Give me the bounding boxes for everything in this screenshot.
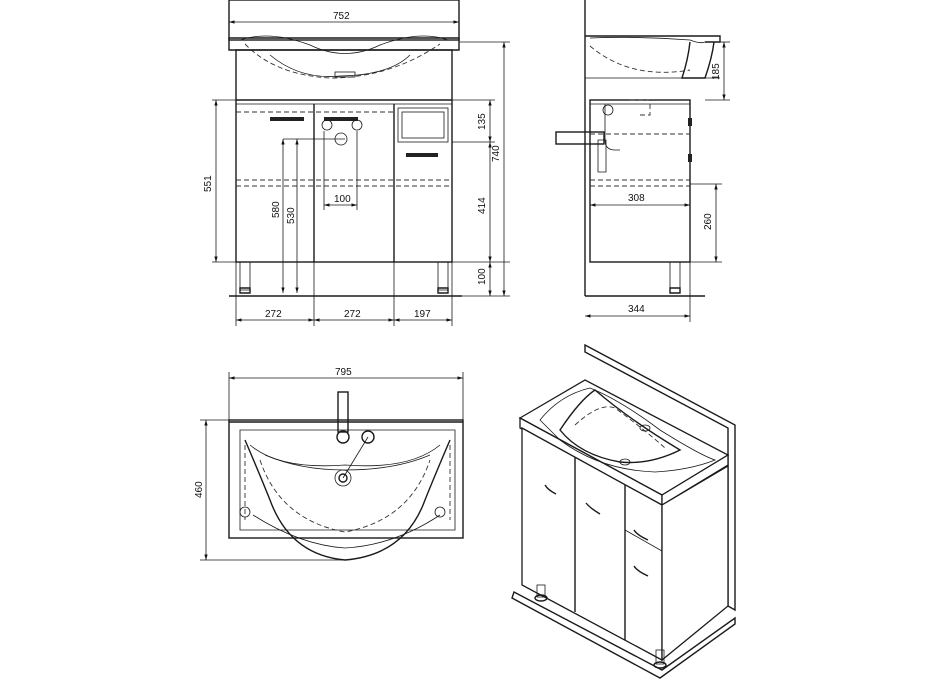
dim-front-col-mid: 272	[344, 309, 361, 320]
isometric-view	[511, 343, 736, 679]
front-view: 752 551 580 530 100 135 740 414 100	[203, 0, 510, 326]
dim-front-414: 414	[477, 197, 488, 214]
dim-front-135: 135	[477, 113, 488, 130]
dim-front-width: 752	[333, 11, 350, 22]
dim-top-795: 795	[335, 367, 352, 378]
side-view: 185 308 260 344	[555, 0, 730, 322]
top-view: 795 460	[194, 367, 464, 561]
dim-front-100: 100	[477, 268, 488, 285]
dim-side-260: 260	[703, 213, 714, 230]
dim-front-530: 530	[286, 207, 297, 224]
dim-front-col-right: 197	[414, 309, 431, 320]
dim-side-185: 185	[711, 63, 722, 80]
dim-front-580: 580	[271, 201, 282, 218]
dim-side-308: 308	[628, 193, 645, 204]
dim-top-460: 460	[194, 481, 205, 498]
dim-front-door-height: 551	[203, 175, 214, 192]
dim-side-344: 344	[628, 304, 645, 315]
dim-front-col-left: 272	[265, 309, 282, 320]
dim-front-drain-spacing: 100	[334, 194, 351, 205]
dim-front-740: 740	[491, 145, 502, 162]
